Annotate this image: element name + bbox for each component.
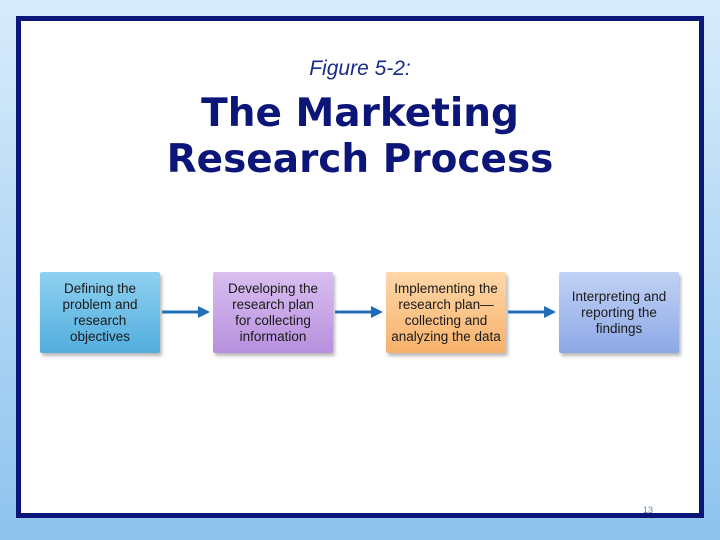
step-implementing-plan: Implementing the research plan—collectin… — [386, 272, 506, 353]
arrow-icon — [335, 306, 383, 318]
figure-label: Figure 5-2: — [309, 57, 411, 80]
title-line-1: The Marketing — [201, 91, 519, 136]
page-number: 13 — [642, 505, 653, 515]
step-label: Defining the problem and research object… — [62, 280, 138, 344]
slide-title: The Marketing Research Process — [21, 91, 699, 183]
step-label: Developing the research plan for collect… — [227, 280, 319, 344]
step-label: Interpreting and reporting the findings — [571, 288, 667, 336]
step-interpreting-findings: Interpreting and reporting the findings — [559, 272, 679, 353]
step-defining-problem: Defining the problem and research object… — [40, 272, 160, 353]
arrow-icon — [162, 306, 210, 318]
arrow-icon — [508, 306, 556, 318]
step-label: Implementing the research plan—collectin… — [391, 280, 501, 344]
slide-frame: Figure 5-2: The Marketing Research Proce… — [16, 16, 704, 518]
title-line-2: Research Process — [166, 137, 554, 182]
step-developing-plan: Developing the research plan for collect… — [213, 272, 333, 353]
